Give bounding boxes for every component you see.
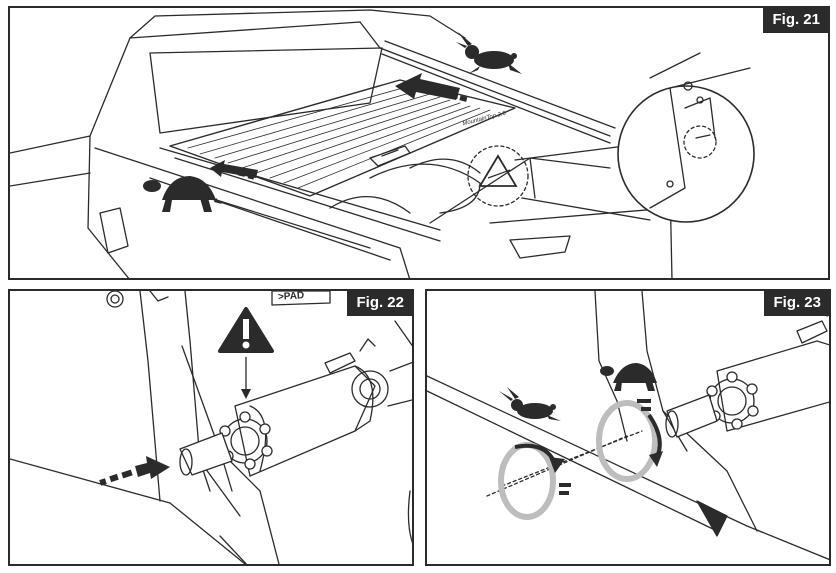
roller-assembly-illustration [10,291,412,564]
rabbit-icon [450,32,522,74]
figure-label: Fig. 21 [763,8,828,33]
turtle-icon [143,176,222,212]
figure-label: Fig. 22 [347,291,412,316]
arrow-icon [99,456,170,486]
warning-icon [218,307,274,399]
figure-21-panel: MountainTop 2.0 Fig. 21 [8,6,830,280]
sticker-text: >PAD [277,290,305,303]
turtle-icon [600,363,657,391]
rabbit-icon [499,387,561,421]
figure-23-panel: Fig. 23 [425,289,831,566]
figure-22-panel: >PAD Fig. 22 [8,289,414,566]
warning-icon [478,154,518,187]
roller-end-illustration [427,291,829,561]
rotate-arrow-icon [498,399,663,520]
arrow-icon [210,73,468,180]
figure-label: Fig. 23 [764,291,829,316]
